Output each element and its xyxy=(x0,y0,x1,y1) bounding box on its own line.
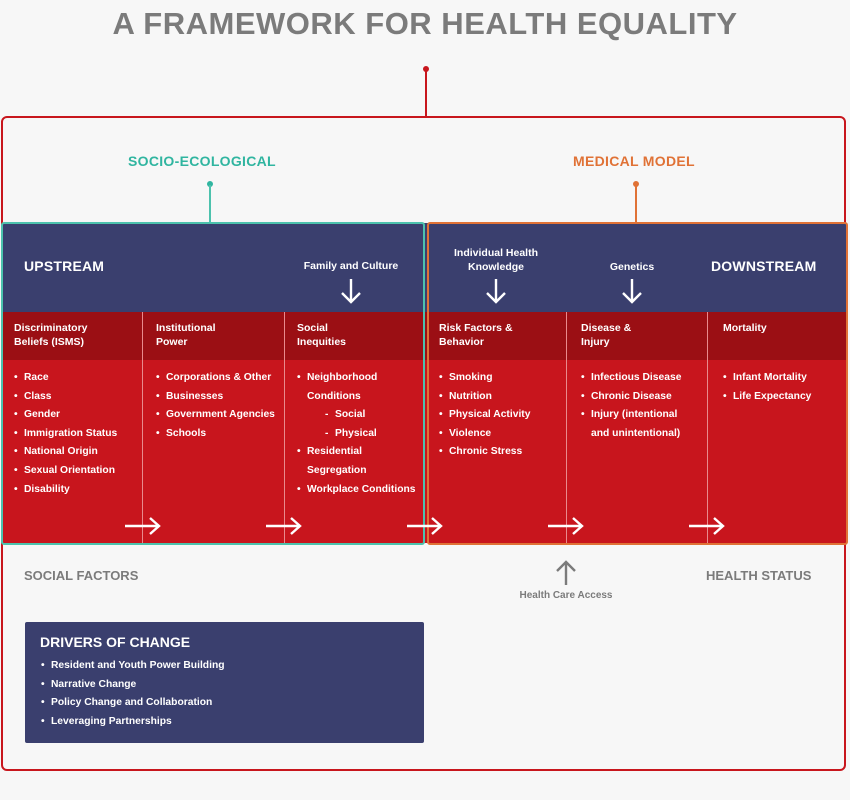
medical-model-box xyxy=(427,222,848,545)
list-item: Businesses xyxy=(156,388,284,407)
column-heading-risk-factors: Risk Factors & Behavior xyxy=(439,322,513,348)
arrow-down-icon xyxy=(486,279,506,304)
medical-connector-dot xyxy=(633,181,639,187)
arrow-right-icon xyxy=(548,517,584,535)
socio-connector-dot xyxy=(207,181,213,187)
drivers-of-change-box: DRIVERS OF CHANGE Resident and Youth Pow… xyxy=(25,622,424,743)
arrow-right-icon xyxy=(125,517,161,535)
column-divider xyxy=(566,312,567,543)
bullet-list-institutional-power: Corporations & Other Businesses Governme… xyxy=(156,369,284,443)
socio-connector-line xyxy=(209,185,211,223)
list-item: Resident and Youth Power Building xyxy=(41,657,225,676)
list-item: Residential xyxy=(297,443,424,462)
social-factors-label: SOCIAL FACTORS xyxy=(24,568,139,583)
list-item: Life Expectancy xyxy=(723,388,843,407)
list-item: Infectious Disease xyxy=(581,369,707,388)
list-item: Workplace Conditions xyxy=(297,481,424,500)
list-item: Leveraging Partnerships xyxy=(41,713,225,732)
list-item: National Origin xyxy=(14,443,142,462)
column-heading-discriminatory-beliefs: Discriminatory Beliefs (ISMS) xyxy=(14,322,88,348)
top-connector-line xyxy=(425,70,427,117)
list-item: Disability xyxy=(14,481,142,500)
list-item: Infant Mortality xyxy=(723,369,843,388)
list-item: Narrative Change xyxy=(41,676,225,695)
bullet-list-social-inequities: Neighborhood Conditions Social Physical … xyxy=(297,369,424,499)
list-item: Government Agencies xyxy=(156,406,284,425)
medical-connector-line xyxy=(635,185,637,223)
socio-ecological-label: SOCIO-ECOLOGICAL xyxy=(128,153,276,169)
column-heading-disease-injury: Disease & Injury xyxy=(581,322,632,348)
list-item: Corporations & Other xyxy=(156,369,284,388)
arrow-up-icon xyxy=(556,560,576,585)
individual-health-knowledge-label: Individual Health Knowledge xyxy=(453,247,538,273)
health-status-label: HEALTH STATUS xyxy=(706,568,812,583)
list-item: Physical xyxy=(297,425,424,444)
list-item: Injury (intentional xyxy=(581,406,707,425)
list-item: Class xyxy=(14,388,142,407)
list-item: Gender xyxy=(14,406,142,425)
drivers-of-change-list: Resident and Youth Power Building Narrat… xyxy=(41,657,225,731)
list-item: Segregation xyxy=(307,464,367,476)
column-heading-institutional-power: Institutional Power xyxy=(156,322,216,348)
arrow-down-icon xyxy=(341,279,361,304)
list-item: and unintentional) xyxy=(591,427,681,439)
genetics-label: Genetics xyxy=(609,261,655,273)
list-item: Neighborhood xyxy=(297,369,424,388)
list-item: Race xyxy=(14,369,142,388)
medical-model-label: MEDICAL MODEL xyxy=(573,153,695,169)
list-item: Smoking xyxy=(439,369,566,388)
list-item: Immigration Status xyxy=(14,425,142,444)
list-item: Nutrition xyxy=(439,388,566,407)
column-divider xyxy=(284,312,285,543)
list-item: Physical Activity xyxy=(439,406,566,425)
drivers-of-change-title: DRIVERS OF CHANGE xyxy=(40,634,191,650)
list-item: Violence xyxy=(439,425,566,444)
column-heading-mortality: Mortality xyxy=(723,322,767,334)
column-divider xyxy=(707,312,708,543)
list-item: Conditions xyxy=(307,390,361,402)
list-item: Social xyxy=(297,406,424,425)
upstream-label: UPSTREAM xyxy=(24,258,105,274)
column-heading-social-inequities: Social Inequities xyxy=(297,322,347,348)
arrow-right-icon xyxy=(266,517,302,535)
arrow-down-icon xyxy=(622,279,642,304)
list-item: Policy Change and Collaboration xyxy=(41,694,225,713)
top-connector-dot xyxy=(423,66,429,72)
bullet-list-discriminatory-beliefs: Race Class Gender Immigration Status Nat… xyxy=(14,369,142,499)
family-culture-label: Family and Culture xyxy=(303,260,399,272)
list-item: Sexual Orientation xyxy=(14,462,142,481)
list-item: Schools xyxy=(156,425,284,444)
list-item: Chronic Disease xyxy=(581,388,707,407)
arrow-right-icon xyxy=(407,517,443,535)
diagram-title: A FRAMEWORK FOR HEALTH EQUALITY xyxy=(112,6,738,41)
bullet-list-risk-factors: Smoking Nutrition Physical Activity Viol… xyxy=(439,369,566,462)
bullet-list-mortality: Infant Mortality Life Expectancy xyxy=(723,369,843,406)
socio-ecological-box xyxy=(1,222,425,545)
downstream-label: DOWNSTREAM xyxy=(711,258,817,274)
column-divider xyxy=(142,312,143,543)
health-care-access-label: Health Care Access xyxy=(519,590,613,601)
arrow-right-icon xyxy=(689,517,725,535)
bullet-list-disease-injury: Infectious Disease Chronic Disease Injur… xyxy=(581,369,707,443)
list-item: Chronic Stress xyxy=(439,443,566,462)
